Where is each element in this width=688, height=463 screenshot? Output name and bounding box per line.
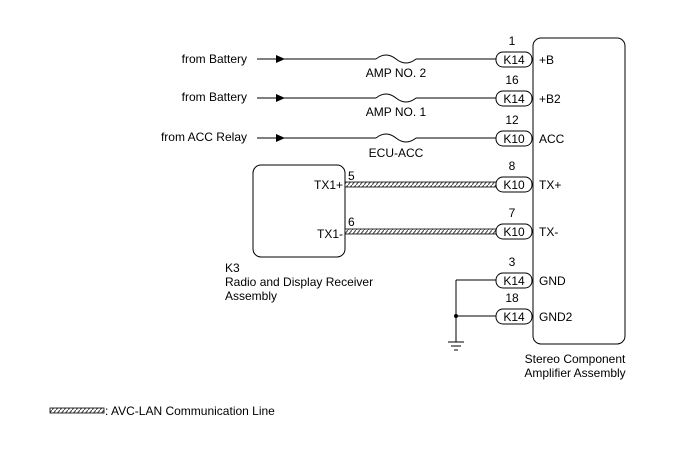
arrow-right-icon xyxy=(276,55,285,63)
receiver-pin-tx1minus-name: TX1- xyxy=(317,227,343,241)
connector-pin-acc: 12 K10 ACC xyxy=(495,113,565,147)
source-row-acc-relay: from ACC Relay ECU-ACC xyxy=(161,130,496,160)
receiver-pin-tx1plus-name: TX1+ xyxy=(314,178,343,192)
svg-text:+B: +B xyxy=(539,53,554,67)
receiver-pin-tx1plus-number: 5 xyxy=(348,169,355,183)
amplifier-assembly: Stereo Component Amplifier Assembly xyxy=(524,37,626,380)
svg-text:K14: K14 xyxy=(503,53,525,67)
svg-text:3: 3 xyxy=(509,255,516,269)
source-row-battery-amp2: from Battery AMP NO. 2 xyxy=(182,52,496,80)
svg-text:TX+: TX+ xyxy=(539,178,561,192)
receiver-assembly: TX1+ TX1- 5 6 K3 Radio and Display Recei… xyxy=(225,164,373,303)
receiver-box xyxy=(252,164,346,258)
svg-text:8: 8 xyxy=(509,159,516,173)
receiver-name-line2: Assembly xyxy=(225,289,277,303)
source-label: from Battery xyxy=(182,90,247,104)
fuse-icon xyxy=(375,133,417,143)
svg-text:K14: K14 xyxy=(503,274,525,288)
amplifier-name-line2: Amplifier Assembly xyxy=(524,366,625,380)
connector-pin-plus-b2: 16 K14 +B2 xyxy=(495,73,561,107)
svg-text:K10: K10 xyxy=(503,178,525,192)
connector-pin-tx-plus: 8 K10 TX+ xyxy=(495,159,561,193)
svg-text:ACC: ACC xyxy=(539,132,565,146)
avc-lan-line-tx-plus xyxy=(344,181,497,188)
svg-text:+B2: +B2 xyxy=(539,92,561,106)
svg-text:K14: K14 xyxy=(503,92,525,106)
legend: : AVC-LAN Communication Line xyxy=(49,404,275,418)
svg-text:K14: K14 xyxy=(503,310,525,324)
connector-pin-gnd2: 18 K14 GND2 xyxy=(495,291,573,325)
receiver-pin-tx1minus-number: 6 xyxy=(348,215,355,229)
svg-text:TX-: TX- xyxy=(539,225,558,239)
arrow-right-icon xyxy=(276,94,285,102)
source-label: from Battery xyxy=(182,52,247,66)
source-row-battery-amp1: from Battery AMP NO. 1 xyxy=(182,90,496,119)
amplifier-box xyxy=(532,37,626,345)
fuse-label: AMP NO. 1 xyxy=(366,105,427,119)
receiver-code: K3 xyxy=(225,261,240,275)
arrow-right-icon xyxy=(276,134,285,142)
amplifier-name-line1: Stereo Component xyxy=(525,352,626,366)
legend-swatch xyxy=(49,407,105,414)
connector-pin-tx-minus: 7 K10 TX- xyxy=(495,206,558,240)
svg-text:GND2: GND2 xyxy=(539,310,573,324)
fuse-label: AMP NO. 2 xyxy=(366,66,427,80)
svg-text:7: 7 xyxy=(509,206,516,220)
fuse-label: ECU-ACC xyxy=(369,146,424,160)
receiver-name-line1: Radio and Display Receiver xyxy=(225,275,373,289)
fuse-icon xyxy=(375,54,417,64)
svg-text:K10: K10 xyxy=(503,225,525,239)
svg-text:18: 18 xyxy=(505,291,519,305)
connector-pin-gnd: 3 K14 GND xyxy=(495,255,566,289)
legend-text: : AVC-LAN Communication Line xyxy=(105,404,275,418)
svg-text:16: 16 xyxy=(505,73,519,87)
ground-icon xyxy=(448,341,464,351)
avc-lan-line-tx-minus xyxy=(344,228,497,235)
svg-text:K10: K10 xyxy=(503,132,525,146)
svg-text:GND: GND xyxy=(539,274,566,288)
fuse-icon xyxy=(375,93,417,103)
svg-text:12: 12 xyxy=(505,113,519,127)
ground-wiring xyxy=(448,279,496,351)
svg-text:1: 1 xyxy=(509,34,516,48)
junction-dot xyxy=(454,314,458,318)
source-label: from ACC Relay xyxy=(161,130,247,144)
connector-pin-plus-b: 1 K14 +B xyxy=(495,34,554,68)
